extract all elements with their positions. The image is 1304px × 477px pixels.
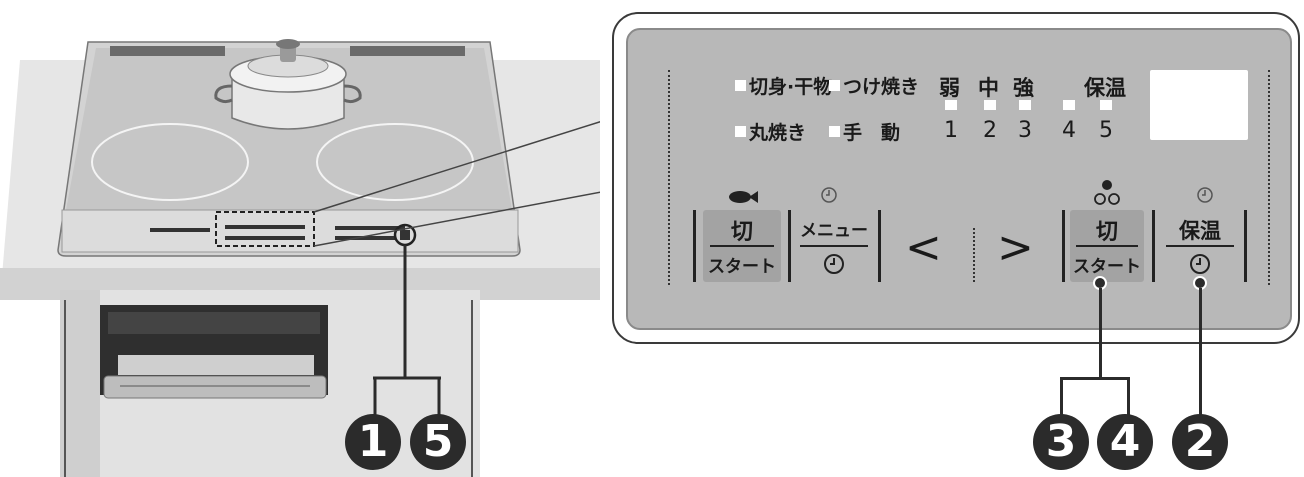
panel-dots-left (668, 70, 670, 285)
level-indicator-5 (1100, 100, 1112, 110)
separator-3 (878, 210, 881, 282)
level-number-1: 1 (944, 118, 958, 143)
timer-icon-menu (821, 187, 837, 203)
grill-start-label: スタート (708, 257, 776, 277)
prev-button[interactable]: < (905, 222, 942, 273)
indicator-shudou (829, 126, 840, 137)
timer-icon-keep-warm-button[interactable] (1188, 252, 1212, 276)
level-indicator-4 (1063, 100, 1075, 110)
mode-label-maruyaki: 丸焼き (749, 122, 807, 144)
heat-label-keep-warm: 保温 (1084, 76, 1126, 100)
mode-label-kirimi: 切身·干物 (749, 76, 833, 98)
panel-dots-right (1268, 70, 1270, 285)
burner-off-label: 切 (1095, 220, 1118, 245)
vent-right (350, 46, 465, 56)
burner-button-divider (1076, 245, 1138, 247)
cabinet-shade-left (60, 290, 100, 477)
menu-button[interactable]: メニュー (800, 221, 868, 241)
level-indicator-3 (1019, 100, 1031, 110)
panel-dots-mid (973, 228, 975, 282)
level-number-2: 2 (983, 118, 997, 143)
next-button[interactable]: > (997, 222, 1034, 273)
leader-burner-vertical (1099, 288, 1102, 378)
burner-left (91, 123, 249, 201)
pot (214, 39, 362, 130)
leader-burner-bracket (1060, 377, 1130, 380)
indicator-maruyaki (735, 126, 746, 137)
heat-label-strong: 強 (1013, 76, 1034, 100)
grill-button-divider (710, 245, 774, 247)
callout-5: 5 (410, 414, 466, 470)
level-number-3: 3 (1018, 118, 1032, 143)
heat-label-medium: 中 (978, 76, 999, 100)
level-number-4: 4 (1062, 118, 1076, 143)
separator-4 (1062, 210, 1065, 282)
level-number-5: 5 (1099, 118, 1113, 143)
vent-left (110, 46, 225, 56)
timer-icon-menu-button[interactable] (822, 252, 846, 276)
menu-button-divider (800, 245, 868, 247)
burner-start-label: スタート (1073, 257, 1141, 277)
separator-2 (788, 210, 791, 282)
keep-warm-button-divider (1166, 245, 1234, 247)
separator-6 (1244, 210, 1247, 282)
timer-icon-keep-warm (1197, 187, 1213, 203)
indicator-tsukeyaki (829, 80, 840, 91)
separator-5 (1152, 210, 1155, 282)
heat-label-weak: 弱 (939, 76, 960, 100)
leader-burner-right (1127, 377, 1130, 422)
timer-display (1150, 70, 1248, 140)
fish-icon (729, 191, 758, 203)
separator-1 (693, 210, 696, 282)
leader-keep-warm (1199, 288, 1202, 420)
stove-illustration (0, 39, 600, 477)
grill-off-label: 切 (730, 220, 753, 245)
burner-dots-icon (1094, 180, 1120, 205)
level-indicator-1 (945, 100, 957, 110)
level-indicator-2 (984, 100, 996, 110)
callout-1: 1 (345, 414, 401, 470)
callout-4: 4 (1097, 414, 1153, 470)
callout-3: 3 (1033, 414, 1089, 470)
mode-label-shudou: 手 動 (843, 122, 901, 144)
leader-burner-left (1060, 377, 1063, 422)
callout-2: 2 (1172, 414, 1228, 470)
highlight-box (215, 211, 315, 247)
indicator-kirimi (735, 80, 746, 91)
mode-label-tsukeyaki: つけ焼き (843, 76, 920, 98)
keep-warm-button[interactable]: 保温 (1179, 219, 1221, 243)
